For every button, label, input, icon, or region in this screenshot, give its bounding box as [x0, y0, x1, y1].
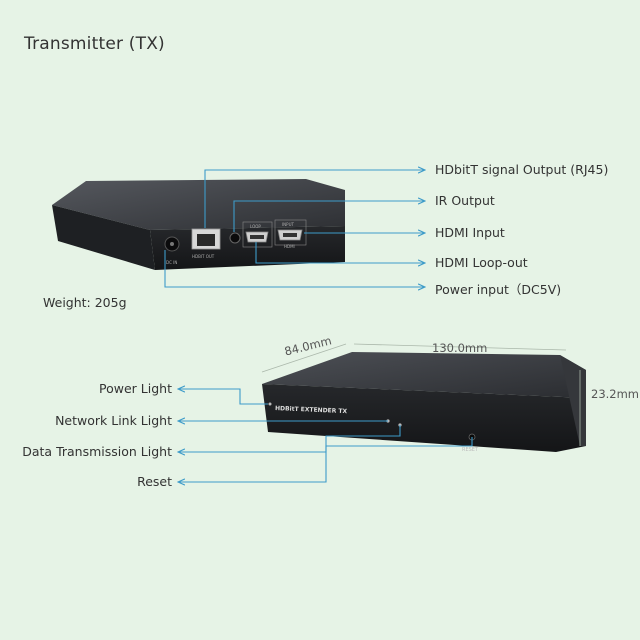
rear-device-top [52, 179, 345, 230]
front-brand-text: HDBitT EXTENDER TX [275, 405, 348, 415]
label-data-transmission-light: Data Transmission Light [22, 444, 172, 459]
rear-hdmi-text: HDMI [284, 244, 295, 249]
label-reset: Reset [137, 474, 172, 489]
leader-hdbitt [204, 170, 425, 228]
label-hdmi-loop-out: HDMI Loop-out [435, 255, 528, 270]
front-leader-lines [178, 389, 473, 482]
rear-device: DC IN HDBIT OUT LOOP INPUT HDMI [52, 179, 345, 270]
rear-leader-lines [164, 170, 425, 287]
dim-height: 23.2mm [591, 387, 640, 401]
label-ir-output: IR Output [435, 193, 495, 208]
front-device-top [262, 352, 586, 398]
leader-ir [233, 201, 425, 232]
rear-rj45-text: HDBIT OUT [192, 254, 215, 259]
front-device-face [262, 384, 586, 452]
rear-dc-text: DC IN [166, 260, 177, 265]
front-reset-text: RESET [462, 447, 479, 453]
ir-jack [229, 232, 241, 244]
diagram-title: Transmitter (TX) [24, 34, 165, 54]
rear-input-text: INPUT [282, 222, 295, 227]
leader-power-light [178, 389, 268, 405]
label-network-link-light: Network Link Light [55, 413, 172, 428]
rear-loop-text: LOOP [250, 224, 261, 229]
power-led [268, 402, 272, 406]
label-hdbitt-output: HDbitT signal Output (RJ45) [435, 162, 609, 177]
dim-width: 130.0mm [432, 341, 488, 355]
front-device: HDBitT EXTENDER TX RESET [262, 352, 586, 453]
front-device-side [560, 355, 586, 446]
weight-label: Weight: 205g [43, 295, 127, 310]
leader-data-transmission [178, 425, 401, 452]
label-power-light: Power Light [99, 381, 172, 396]
rear-device-side [52, 205, 155, 270]
label-power-input: Power input（DC5V) [435, 282, 562, 297]
leader-hdmi-loop [255, 242, 425, 263]
dimension-lines [261, 343, 581, 446]
label-hdmi-input: HDMI Input [435, 225, 505, 240]
leader-reset [178, 437, 473, 482]
leader-power [164, 250, 425, 287]
